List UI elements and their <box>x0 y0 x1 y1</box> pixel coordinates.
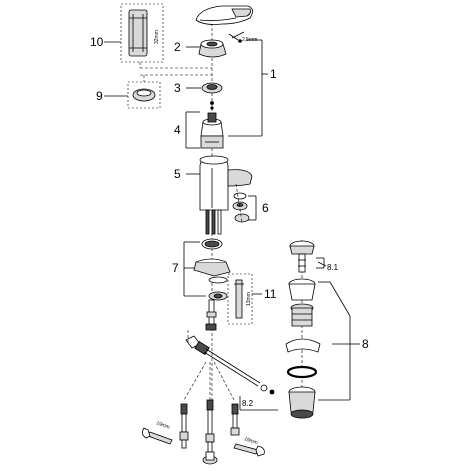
dimension-32mm: 32mm <box>154 30 160 44</box>
callout-7: 7 <box>172 261 179 275</box>
callout-2: 2 <box>174 40 181 54</box>
callout-6: 6 <box>262 201 269 215</box>
callout-10: 10 <box>90 35 104 49</box>
part-7-fixing-set <box>193 238 231 301</box>
part-8-2-pop-up-rod <box>185 330 278 411</box>
dimension-19mm-right: 19mm <box>243 436 258 446</box>
bracket-4 <box>185 111 200 149</box>
part-9-adapter <box>104 81 161 109</box>
part-11-spindle: 13mm <box>227 273 262 325</box>
callout-4: 4 <box>174 123 181 137</box>
callout-5: 5 <box>174 167 181 181</box>
hose-left <box>179 403 189 449</box>
hose-right <box>230 403 240 436</box>
part-4-cartridge <box>200 112 224 149</box>
dimension-13mm: 13mm <box>246 292 252 306</box>
callout-8-1: 8.1 <box>327 263 339 272</box>
callout-9: 9 <box>96 89 103 103</box>
part-8-1-pop-up-plug <box>289 240 315 273</box>
bracket-6 <box>248 195 257 221</box>
callout-3: 3 <box>174 81 181 95</box>
leader-8-1 <box>317 261 327 267</box>
part-10-extension-sleeve: 32mm <box>104 3 164 63</box>
callout-8-2: 8.2 <box>242 399 254 408</box>
waste-body <box>285 278 321 419</box>
part-2-cap <box>198 39 227 58</box>
lever-handle: 2,5mm <box>195 5 257 43</box>
part-5-tap-body <box>199 155 253 235</box>
callout-11: 11 <box>264 287 277 301</box>
threaded-rod <box>205 299 217 331</box>
bracket-8 <box>316 257 360 401</box>
part-3-ring <box>201 82 223 110</box>
spanner-left: 19mm <box>142 420 173 445</box>
callout-1: 1 <box>270 67 277 81</box>
part-6-aerator <box>232 183 250 223</box>
bracket-7 <box>183 241 206 297</box>
dimension-19mm-left: 19mm <box>155 420 170 430</box>
bracket-1 <box>228 39 268 137</box>
spanner-right: 19mm <box>233 436 265 457</box>
flexible-hoses <box>179 361 240 465</box>
hose-middle <box>205 399 215 453</box>
callout-8: 8 <box>362 337 369 351</box>
